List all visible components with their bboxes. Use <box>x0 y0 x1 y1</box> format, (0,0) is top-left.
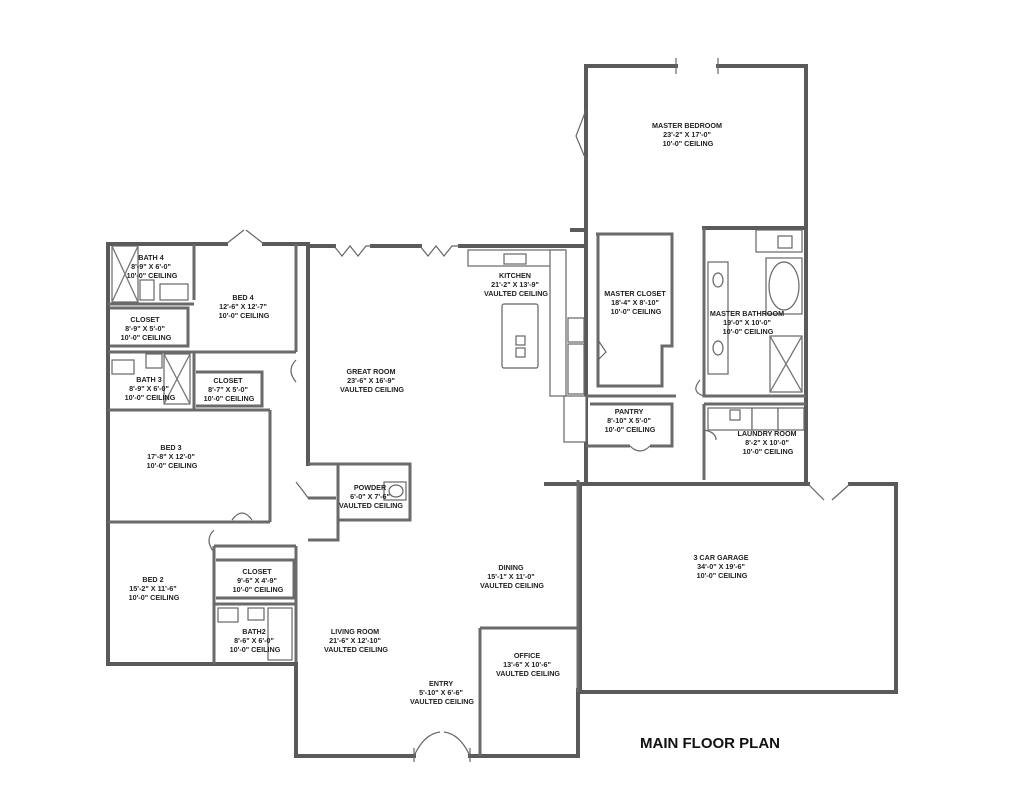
fixtures <box>111 229 805 661</box>
label-pantry: PANTRY 8'-10" X 5'-0" 10'-0" CEILING <box>605 407 656 434</box>
label-entry: ENTRY 5'-10" X 6'-6" VAULTED CEILING <box>410 679 474 706</box>
room-labels: MASTER BEDROOM 23'-2" X 17'-0" 10'-0" CE… <box>121 121 798 706</box>
doors <box>208 58 851 762</box>
label-master-closet: MASTER CLOSET 18'-4" X 8'-10" 10'-0" CEI… <box>604 289 668 316</box>
label-bath-2: BATH2 8'-6" X 6'-0" 10'-0" CEILING <box>230 627 281 654</box>
label-dining: DINING 15'-1" X 11'-0" VAULTED CEILING <box>480 563 544 590</box>
walls <box>106 64 898 758</box>
label-master-bedroom: MASTER BEDROOM 23'-2" X 17'-0" 10'-0" CE… <box>652 121 724 148</box>
plan-title: MAIN FLOOR PLAN <box>640 735 780 752</box>
label-bath-4: BATH 4 8'-9" X 6'-0" 10'-0" CEILING <box>127 253 178 280</box>
label-great-room: GREAT ROOM 23'-6" X 16'-9" VAULTED CEILI… <box>340 367 404 394</box>
label-closet-bed4: CLOSET 8'-9" X 5'-0" 10'-0" CEILING <box>121 315 172 342</box>
label-closet-bed2: CLOSET 9'-6" X 4'-9" 10'-0" CEILING <box>233 567 284 594</box>
label-office: OFFICE 13'-6" X 10'-6" VAULTED CEILING <box>496 651 560 678</box>
label-master-bathroom: MASTER BATHROOM 19'-0" X 10'-0" 10'-0" C… <box>710 309 786 336</box>
label-bath-3: BATH 3 8'-9" X 6'-0" 10'-0" CEILING <box>125 375 176 402</box>
label-bed-4: BED 4 12'-6" X 12'-7" 10'-0" CEILING <box>219 293 270 320</box>
label-powder: POWDER 6'-0" X 7'-6" VAULTED CEILING <box>339 483 403 510</box>
label-bed-3: BED 3 17'-8" X 12'-0" 10'-0" CEILING <box>147 443 198 470</box>
label-laundry-room: LAUNDRY ROOM 8'-2" X 10'-0" 10'-0" CEILI… <box>737 429 798 456</box>
label-kitchen: KITCHEN 21'-2" X 13'-9" VAULTED CEILING <box>484 271 548 298</box>
label-bed-2: BED 2 15'-2" X 11'-6" 10'-0" CEILING <box>129 575 180 602</box>
label-living-room: LIVING ROOM 21'-6" X 12'-10" VAULTED CEI… <box>324 627 388 654</box>
label-garage: 3 CAR GARAGE 34'-0" X 19'-6" 10'-0" CEIL… <box>693 553 750 580</box>
label-closet-bath3: CLOSET 8'-7" X 5'-0" 10'-0" CEILING <box>204 376 255 403</box>
